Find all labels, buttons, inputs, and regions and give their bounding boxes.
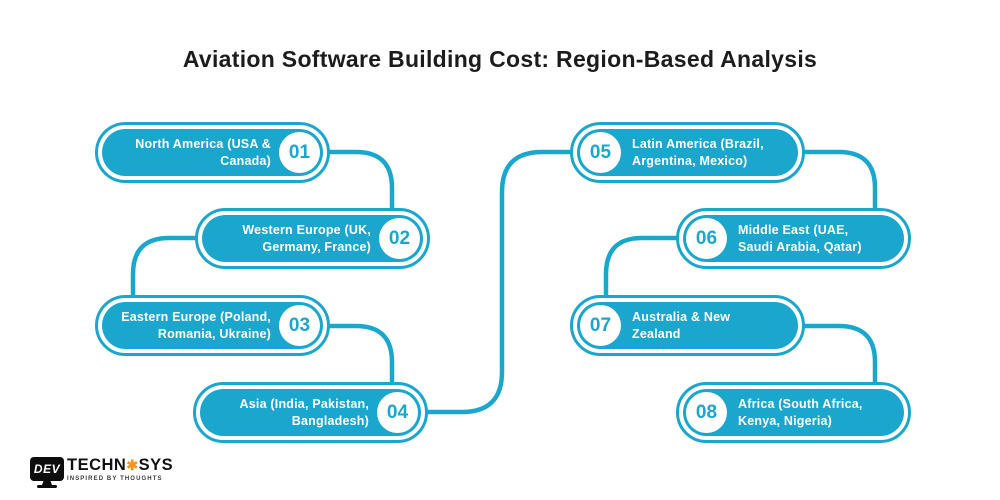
connector-3-4: [327, 323, 395, 389]
region-number-badge: 04: [377, 392, 418, 433]
region-node-north-america: North America (USA & Canada) 01: [95, 122, 330, 183]
region-number-badge: 03: [279, 305, 320, 346]
region-label: North America (USA & Canada): [135, 137, 271, 168]
logo-name-part1: TECHN: [67, 456, 127, 474]
region-node-fill: North America (USA & Canada) 01: [102, 129, 323, 176]
monitor-icon: DEV: [30, 457, 64, 488]
region-node-middle-east: 06 Middle East (UAE, Saudi Arabia, Qatar…: [676, 208, 911, 269]
region-label: Western Europe (UK, Germany, France): [242, 223, 371, 254]
logo-name: TECHN✱SYS: [67, 457, 173, 474]
region-node-africa: 08 Africa (South Africa, Kenya, Nigeria): [676, 382, 911, 443]
connector-2-3: [130, 235, 200, 301]
region-number-badge: 05: [580, 132, 621, 173]
region-label: Africa (South Africa, Kenya, Nigeria): [738, 397, 863, 428]
logo-monitor-text: DEV: [33, 462, 61, 476]
region-label: Middle East (UAE, Saudi Arabia, Qatar): [738, 223, 862, 254]
logo-name-part2: SYS: [138, 456, 174, 474]
region-node-fill: Asia (India, Pakistan, Bangladesh) 04: [200, 389, 421, 436]
region-label: Eastern Europe (Poland, Romania, Ukraine…: [121, 310, 271, 341]
region-node-fill: 05 Latin America (Brazil, Argentina, Mex…: [577, 129, 798, 176]
connector-5-6: [800, 149, 878, 217]
region-number-badge: 07: [580, 305, 621, 346]
region-number-badge: 08: [686, 392, 727, 433]
connector-1-2: [327, 149, 395, 217]
gear-icon: ✱: [126, 457, 139, 473]
region-node-fill: 07 Australia & New Zealand: [577, 302, 798, 349]
connector-7-8: [800, 323, 878, 389]
connector-4-5: [423, 149, 575, 415]
region-node-asia: Asia (India, Pakistan, Bangladesh) 04: [193, 382, 428, 443]
region-node-fill: Eastern Europe (Poland, Romania, Ukraine…: [102, 302, 323, 349]
region-node-australia-nz: 07 Australia & New Zealand: [570, 295, 805, 356]
dev-technosys-logo: DEV TECHN✱SYS INSPIRED BY THOUGHTS: [30, 457, 173, 488]
region-node-fill: Western Europe (UK, Germany, France) 02: [202, 215, 423, 262]
region-label: Asia (India, Pakistan, Bangladesh): [239, 397, 369, 428]
region-node-latin-america: 05 Latin America (Brazil, Argentina, Mex…: [570, 122, 805, 183]
region-label: Latin America (Brazil, Argentina, Mexico…: [632, 137, 764, 168]
connector-6-7: [603, 235, 681, 301]
region-node-fill: 06 Middle East (UAE, Saudi Arabia, Qatar…: [683, 215, 904, 262]
region-number-badge: 06: [686, 218, 727, 259]
logo-text-block: TECHN✱SYS INSPIRED BY THOUGHTS: [67, 457, 173, 482]
region-node-fill: 08 Africa (South Africa, Kenya, Nigeria): [683, 389, 904, 436]
region-label: Australia & New Zealand: [632, 310, 731, 341]
region-node-western-europe: Western Europe (UK, Germany, France) 02: [195, 208, 430, 269]
page-title: Aviation Software Building Cost: Region-…: [182, 46, 818, 72]
region-number-badge: 02: [379, 218, 420, 259]
region-number-badge: 01: [279, 132, 320, 173]
region-node-eastern-europe: Eastern Europe (Poland, Romania, Ukraine…: [95, 295, 330, 356]
logo-tagline: INSPIRED BY THOUGHTS: [67, 475, 163, 482]
